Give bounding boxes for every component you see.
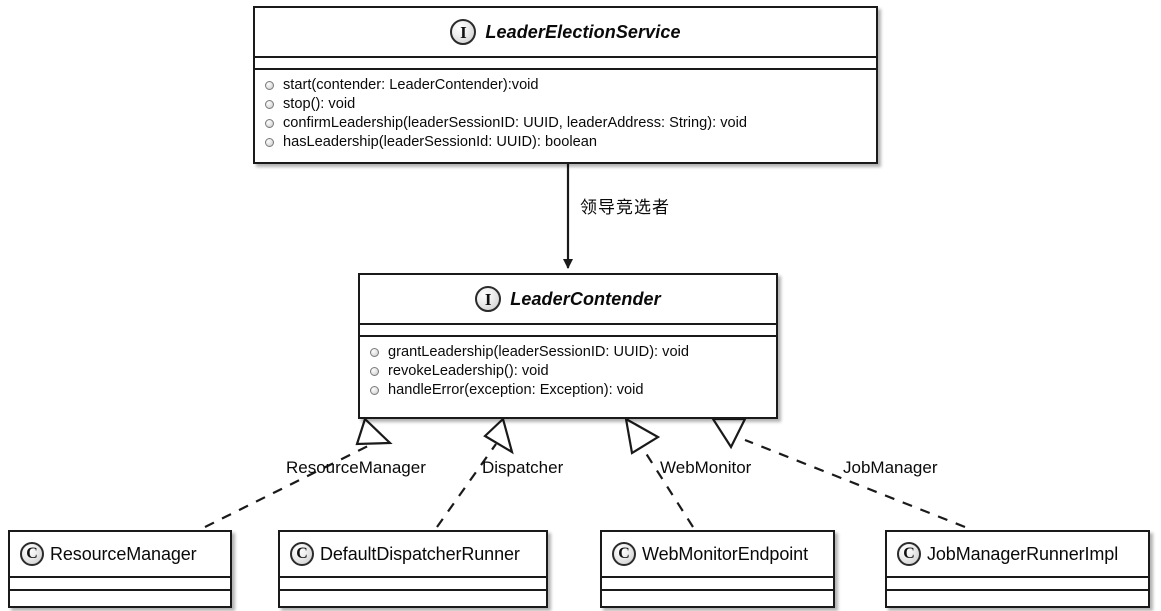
method-signature: stop(): void bbox=[283, 96, 356, 112]
class-attributes-compartment bbox=[10, 576, 230, 589]
method-row: stop(): void bbox=[255, 95, 876, 114]
visibility-dot-icon bbox=[265, 81, 274, 90]
class-icon: C bbox=[897, 542, 921, 566]
visibility-dot-icon bbox=[370, 348, 379, 357]
method-row: confirmLeadership(leaderSessionID: UUID,… bbox=[255, 114, 876, 133]
visibility-dot-icon bbox=[370, 386, 379, 395]
method-signature: hasLeadership(leaderSessionId: UUID): bo… bbox=[283, 134, 597, 150]
visibility-dot-icon bbox=[265, 119, 274, 128]
interface-title-compartment: I LeaderElectionService bbox=[255, 8, 876, 56]
method-signature: revokeLeadership(): void bbox=[388, 363, 549, 379]
method-signature: confirmLeadership(leaderSessionID: UUID,… bbox=[283, 115, 747, 131]
hollow-triangle-job-manager bbox=[710, 417, 747, 450]
method-row: hasLeadership(leaderSessionId: UUID): bo… bbox=[255, 133, 876, 152]
class-title-compartment: C WebMonitorEndpoint bbox=[602, 532, 833, 576]
class-name: DefaultDispatcherRunner bbox=[320, 543, 520, 564]
interface-box-leader-election-service[interactable]: I LeaderElectionService start(contender:… bbox=[253, 6, 878, 164]
class-icon: C bbox=[290, 542, 314, 566]
class-name: WebMonitorEndpoint bbox=[642, 543, 808, 564]
class-methods-compartment bbox=[280, 589, 546, 606]
class-name: ResourceManager bbox=[50, 543, 197, 564]
class-box-default-dispatcher-runner[interactable]: C DefaultDispatcherRunner bbox=[278, 530, 548, 608]
class-attributes-compartment bbox=[887, 576, 1148, 589]
interface-title-compartment: I LeaderContender bbox=[360, 275, 776, 323]
hollow-triangle-web-monitor bbox=[624, 416, 661, 455]
interface-methods-compartment: grantLeadership(leaderSessionID: UUID): … bbox=[360, 335, 776, 413]
visibility-dot-icon bbox=[370, 367, 379, 376]
class-box-resource-manager[interactable]: C ResourceManager bbox=[8, 530, 232, 608]
class-attributes-compartment bbox=[280, 576, 546, 589]
class-title-compartment: C ResourceManager bbox=[10, 532, 230, 576]
connector-dispatcher bbox=[436, 443, 497, 528]
method-row: handleError(exception: Exception): void bbox=[360, 381, 776, 400]
interface-attributes-compartment bbox=[360, 323, 776, 335]
interface-box-leader-contender[interactable]: I LeaderContender grantLeadership(leader… bbox=[358, 273, 778, 419]
method-signature: handleError(exception: Exception): void bbox=[388, 382, 644, 398]
interface-name: LeaderElectionService bbox=[485, 21, 681, 42]
connector-web-monitor bbox=[639, 443, 694, 528]
method-signature: grantLeadership(leaderSessionID: UUID): … bbox=[388, 344, 689, 360]
class-icon: C bbox=[612, 542, 636, 566]
connector-job-manager bbox=[744, 438, 966, 529]
method-row: revokeLeadership(): void bbox=[360, 362, 776, 381]
method-signature: start(contender: LeaderContender):void bbox=[283, 77, 539, 93]
edge-label-leader-contender-cn: 领导竞选者 bbox=[580, 198, 670, 218]
edge-label-web-monitor: WebMonitor bbox=[660, 458, 752, 477]
interface-name: LeaderContender bbox=[510, 288, 661, 309]
class-box-web-monitor-endpoint[interactable]: C WebMonitorEndpoint bbox=[600, 530, 835, 608]
hollow-triangle-dispatcher bbox=[483, 416, 514, 455]
hollow-triangle-resource-manager bbox=[355, 416, 393, 446]
class-methods-compartment bbox=[887, 589, 1148, 606]
method-row: grantLeadership(leaderSessionID: UUID): … bbox=[360, 343, 776, 362]
visibility-dot-icon bbox=[265, 100, 274, 109]
class-name: JobManagerRunnerImpl bbox=[927, 543, 1119, 564]
class-title-compartment: C DefaultDispatcherRunner bbox=[280, 532, 546, 576]
interface-icon: I bbox=[450, 19, 477, 45]
visibility-dot-icon bbox=[265, 138, 274, 147]
edge-label-dispatcher: Dispatcher bbox=[482, 458, 564, 477]
interface-methods-compartment: start(contender: LeaderContender):void s… bbox=[255, 68, 876, 158]
interface-attributes-compartment bbox=[255, 56, 876, 68]
class-box-job-manager-runner-impl[interactable]: C JobManagerRunnerImpl bbox=[885, 530, 1150, 608]
class-attributes-compartment bbox=[602, 576, 833, 589]
class-icon: C bbox=[20, 542, 44, 566]
connector-resource-manager bbox=[204, 439, 381, 528]
interface-icon: I bbox=[475, 286, 502, 312]
method-row: start(contender: LeaderContender):void bbox=[255, 76, 876, 95]
edge-label-job-manager: JobManager bbox=[843, 458, 938, 477]
class-methods-compartment bbox=[10, 589, 230, 606]
edge-label-resource-manager: ResourceManager bbox=[286, 458, 426, 477]
class-title-compartment: C JobManagerRunnerImpl bbox=[887, 532, 1148, 576]
class-methods-compartment bbox=[602, 589, 833, 606]
